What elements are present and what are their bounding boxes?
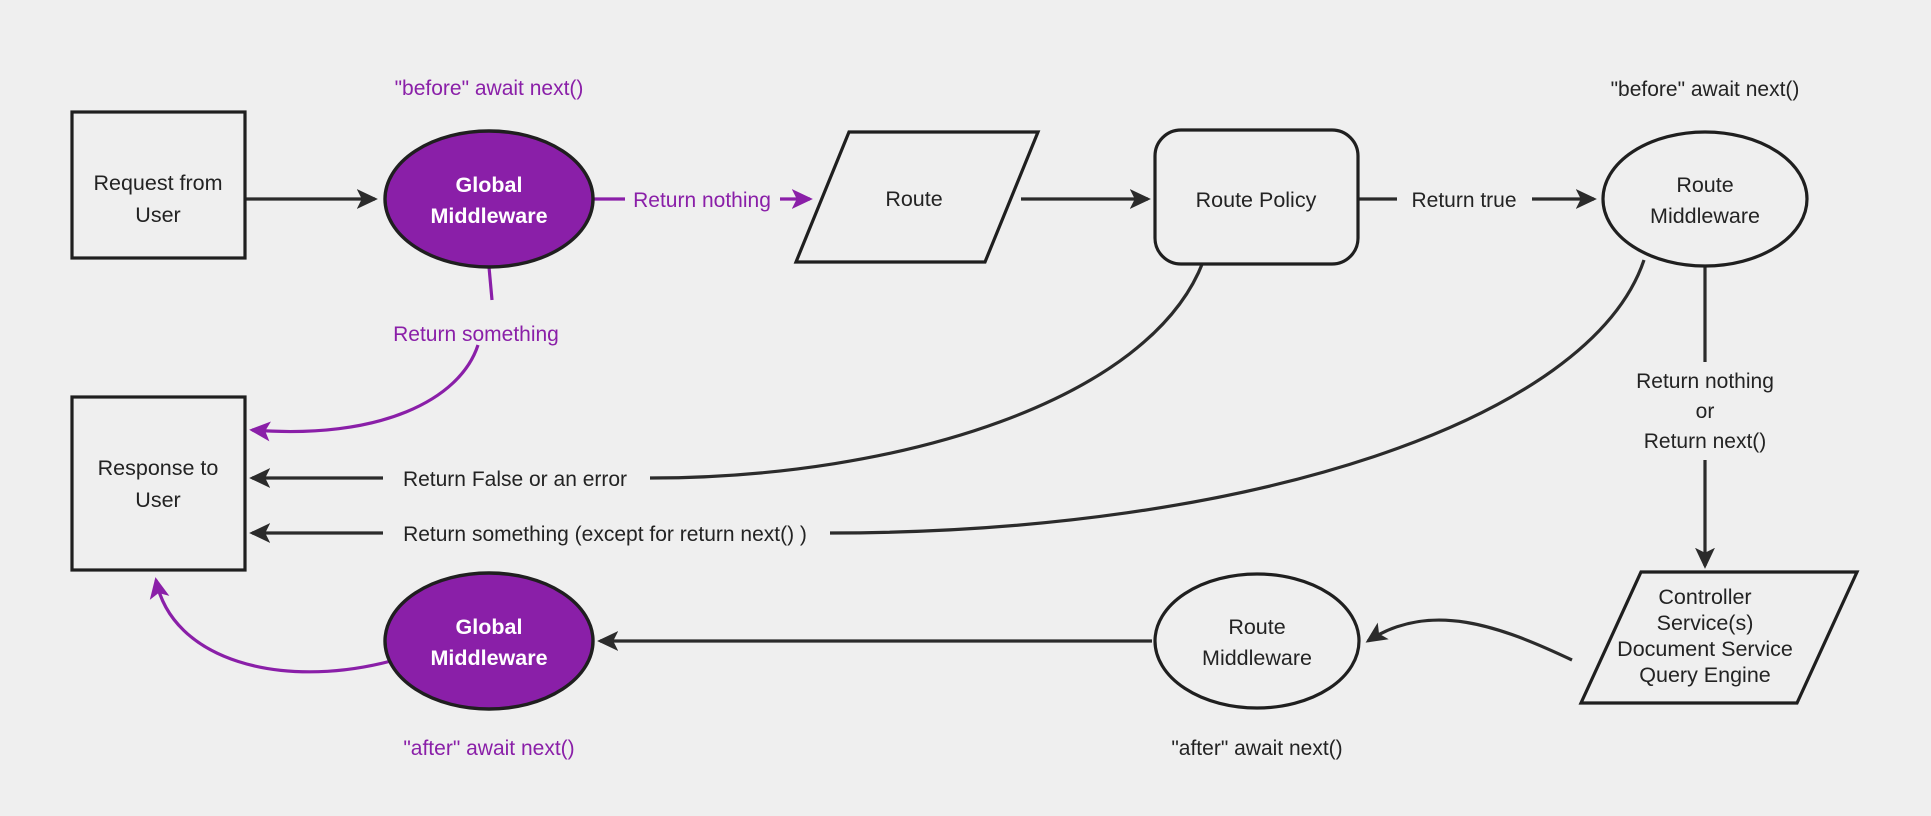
edge-route-policy-to-response	[649, 261, 1205, 480]
edge-global-middleware-to-response	[487, 266, 494, 301]
node-route-middleware-bottom-label-line1: Route	[1228, 615, 1285, 639]
annotation-before-await-next-global: "before" await next()	[395, 77, 584, 100]
edge-label-return-false-or-error: Return False or an error	[403, 468, 627, 491]
edge-global-middleware-to-response-curve	[249, 344, 480, 442]
edge-label-return-something-except: Return something (except for return next…	[403, 523, 807, 546]
edge-global-middleware-bottom-to-response	[149, 577, 392, 674]
edge-label-return-nothing-or-next-line2: or	[1696, 400, 1715, 423]
node-route-middleware-top-label-line1: Route	[1676, 173, 1733, 197]
node-route-middleware-top-label-line2: Middleware	[1650, 204, 1760, 228]
node-request-from-user-label-line2: User	[135, 203, 180, 227]
edge-route-middleware-to-response	[829, 259, 1646, 535]
node-route-policy-label: Route Policy	[1196, 188, 1317, 212]
node-global-middleware-bottom-label-line2: Middleware	[430, 646, 547, 670]
node-controller-services-label-line1: Controller	[1658, 585, 1751, 609]
node-request-from-user-label-line1: Request from	[93, 171, 222, 195]
node-controller-services-label-line2: Service(s)	[1657, 611, 1754, 635]
node-response-to-user-label-line1: Response to	[98, 456, 219, 480]
annotation-after-await-next-global: "after" await next()	[403, 737, 574, 760]
node-controller-services-label-line3: Document Service	[1617, 637, 1793, 661]
node-response-to-user-label-line2: User	[135, 488, 180, 512]
edge-label-return-true: Return true	[1411, 189, 1516, 212]
node-global-middleware-bottom-label-line1: Global	[456, 615, 523, 639]
node-route-label: Route	[885, 187, 942, 211]
edge-label-return-nothing-or-next-line1: Return nothing	[1636, 370, 1774, 393]
node-controller-services[interactable]	[1578, 570, 1860, 705]
edge-label-return-something: Return something	[393, 323, 559, 346]
node-global-middleware-top-label-line1: Global	[456, 173, 523, 197]
node-route[interactable]	[793, 130, 1041, 264]
node-route-middleware-bottom[interactable]	[1153, 572, 1361, 710]
edge-controller-to-route-middleware-bottom	[1365, 618, 1573, 662]
node-request-from-user[interactable]	[70, 110, 247, 260]
node-route-middleware-top[interactable]	[1601, 130, 1809, 268]
edge-label-return-nothing: Return nothing	[633, 189, 771, 212]
annotation-before-await-next-route: "before" await next()	[1611, 78, 1800, 101]
node-response-to-user[interactable]	[70, 395, 247, 572]
node-route-policy[interactable]	[1153, 128, 1360, 266]
edge-label-return-nothing-or-next-line3: Return next()	[1644, 430, 1767, 453]
node-route-middleware-bottom-label-line2: Middleware	[1202, 646, 1312, 670]
node-global-middleware-top-label-line2: Middleware	[430, 204, 547, 228]
node-controller-services-label-line4: Query Engine	[1639, 663, 1770, 687]
node-global-middleware-top[interactable]	[383, 129, 595, 269]
annotation-after-await-next-route: "after" await next()	[1171, 737, 1342, 760]
node-global-middleware-bottom[interactable]	[383, 571, 595, 711]
